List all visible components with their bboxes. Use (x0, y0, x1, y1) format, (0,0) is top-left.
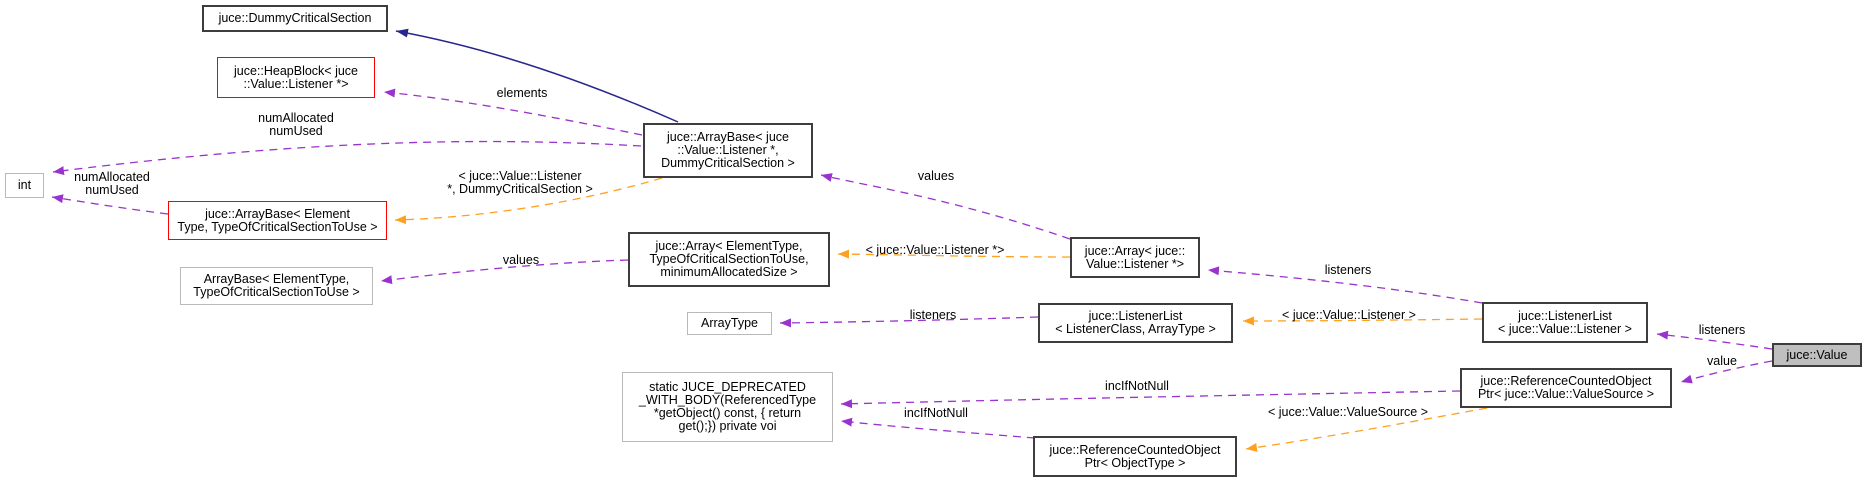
edge-incifnotnull-top (840, 390, 1461, 409)
node-label: Value::Listener *> (1085, 256, 1185, 271)
edge-label-elements: elements (496, 86, 548, 100)
edge-values-mid (820, 173, 1071, 240)
node-arraybase-elementtype-red[interactable]: juce::ArrayBase< Element Type, TypeOfCri… (168, 201, 387, 240)
node-listenerlist-generic[interactable]: juce::ListenerList < ListenerClass, Arra… (1038, 303, 1233, 343)
edge-numallocated-top (52, 140, 642, 176)
edge-value (1680, 360, 1773, 384)
edge-inherit-dummycriticalsection (395, 28, 679, 123)
edge-listeners-value (1656, 330, 1773, 350)
edge-label-numallocated-top: numAllocated numUsed (258, 111, 334, 138)
edge-incifnotnull-bottom (840, 417, 1036, 439)
node-juce-value: juce::Value (1772, 343, 1862, 367)
node-label: ArrayBase< ElementType, (203, 272, 350, 286)
edge-label-values-left: values (502, 253, 540, 267)
node-heap-block[interactable]: juce::HeapBlock< juce ::Value::Listener … (217, 57, 375, 98)
node-label: ::Value::Listener *> (243, 76, 349, 91)
node-label: DummyCriticalSection > (661, 156, 795, 170)
node-label: Ptr< juce::Value::ValueSource > (1477, 387, 1655, 401)
node-label: TypeOfCriticalSectionToUse, (649, 252, 809, 266)
edge-listeners-arraytype (779, 316, 1039, 328)
node-listenerlist-value-listener[interactable]: juce::ListenerList < juce::Value::Listen… (1482, 302, 1648, 343)
edge-label-template-listener-ptr: < juce::Value::Listener *> (865, 243, 1005, 257)
node-label: ArrayType (701, 316, 758, 330)
edge-label-template-listener: < juce::Value::Listener > (1282, 308, 1416, 322)
node-label: juce::DummyCriticalSection (218, 11, 372, 25)
node-label: juce::ReferenceCountedObject (1480, 374, 1652, 388)
edge-template-arraybase (394, 177, 663, 225)
node-label: juce::ReferenceCountedObject (1049, 442, 1221, 457)
edge-label-incifnotnull-top: incIfNotNull (1105, 379, 1169, 393)
node-label: ::Value::Listener *, (677, 143, 779, 157)
node-label: juce::ArrayBase< Element (205, 206, 350, 221)
node-label: juce::Array< juce:: (1084, 243, 1186, 258)
node-label: juce::Array< ElementType, (655, 239, 803, 253)
node-label: get();}) private voi (678, 419, 777, 433)
node-label: Ptr< ObjectType > (1084, 455, 1186, 470)
node-dummy-critical-section[interactable]: juce::DummyCriticalSection (202, 5, 388, 32)
node-int: int (5, 173, 44, 198)
edge-values-left (380, 259, 629, 285)
node-juce-deprecated: static JUCE_DEPRECATED _WITH_BODY(Refere… (622, 372, 833, 442)
edge-template-valuesource (1245, 407, 1488, 452)
node-label: static JUCE_DEPRECATED (649, 380, 806, 394)
node-label: Type, TypeOfCriticalSectionToUse > (177, 219, 378, 234)
edge-label-listeners-array: listeners (1324, 263, 1372, 277)
node-label: juce::HeapBlock< juce (233, 63, 359, 78)
edge-label-values-mid: values (917, 169, 955, 183)
node-label: minimumAllocatedSize > (660, 265, 798, 279)
node-label: TypeOfCriticalSectionToUse > (193, 285, 360, 299)
node-label: juce::ArrayBase< juce (667, 130, 789, 144)
edge-label-listeners-value: listeners (1698, 323, 1746, 337)
node-label: < juce::Value::Listener > (1498, 321, 1632, 336)
node-label: int (17, 178, 32, 192)
edge-label-listeners-arraytype: listeners (909, 308, 957, 322)
node-refcountedobjectptr-valuesource[interactable]: juce::ReferenceCountedObject Ptr< juce::… (1460, 368, 1672, 408)
node-label: *getObject() const, { return (653, 406, 802, 420)
node-array-value-listener[interactable]: juce::Array< juce:: Value::Listener *> (1070, 237, 1200, 278)
edge-numallocated-left (51, 194, 169, 215)
node-label: < ListenerClass, ArrayType > (1055, 322, 1216, 336)
edge-label-numallocated-left: numAllocated numUsed (74, 170, 150, 197)
node-arraytype: ArrayType (687, 312, 772, 335)
node-arraybase-elementtype-gray: ArrayBase< ElementType, TypeOfCriticalSe… (180, 267, 373, 305)
node-label: _WITH_BODY(ReferencedType (638, 393, 817, 407)
edge-label-template-arraybase: < juce::Value::Listener *, DummyCritical… (447, 169, 593, 196)
edge-template-listener (1242, 316, 1483, 326)
node-refcountedobjectptr-objecttype[interactable]: juce::ReferenceCountedObject Ptr< Object… (1033, 436, 1237, 477)
edge-elements (383, 88, 643, 136)
edge-listeners-array (1207, 266, 1483, 304)
node-label: juce::ListenerList (1088, 309, 1183, 323)
edge-label-template-valuesource: < juce::Value::ValueSource > (1267, 405, 1429, 419)
edge-label-incifnotnull-bottom: incIfNotNull (904, 406, 968, 420)
node-arraybase-value-listener[interactable]: juce::ArrayBase< juce ::Value::Listener … (643, 123, 813, 178)
edge-label-value: value (1707, 354, 1737, 368)
node-array-elementtype[interactable]: juce::Array< ElementType, TypeOfCritical… (628, 232, 830, 287)
edge-template-listener-ptr (837, 249, 1071, 259)
node-label: juce::ListenerList (1518, 308, 1612, 323)
node-label: juce::Value (1786, 347, 1848, 362)
